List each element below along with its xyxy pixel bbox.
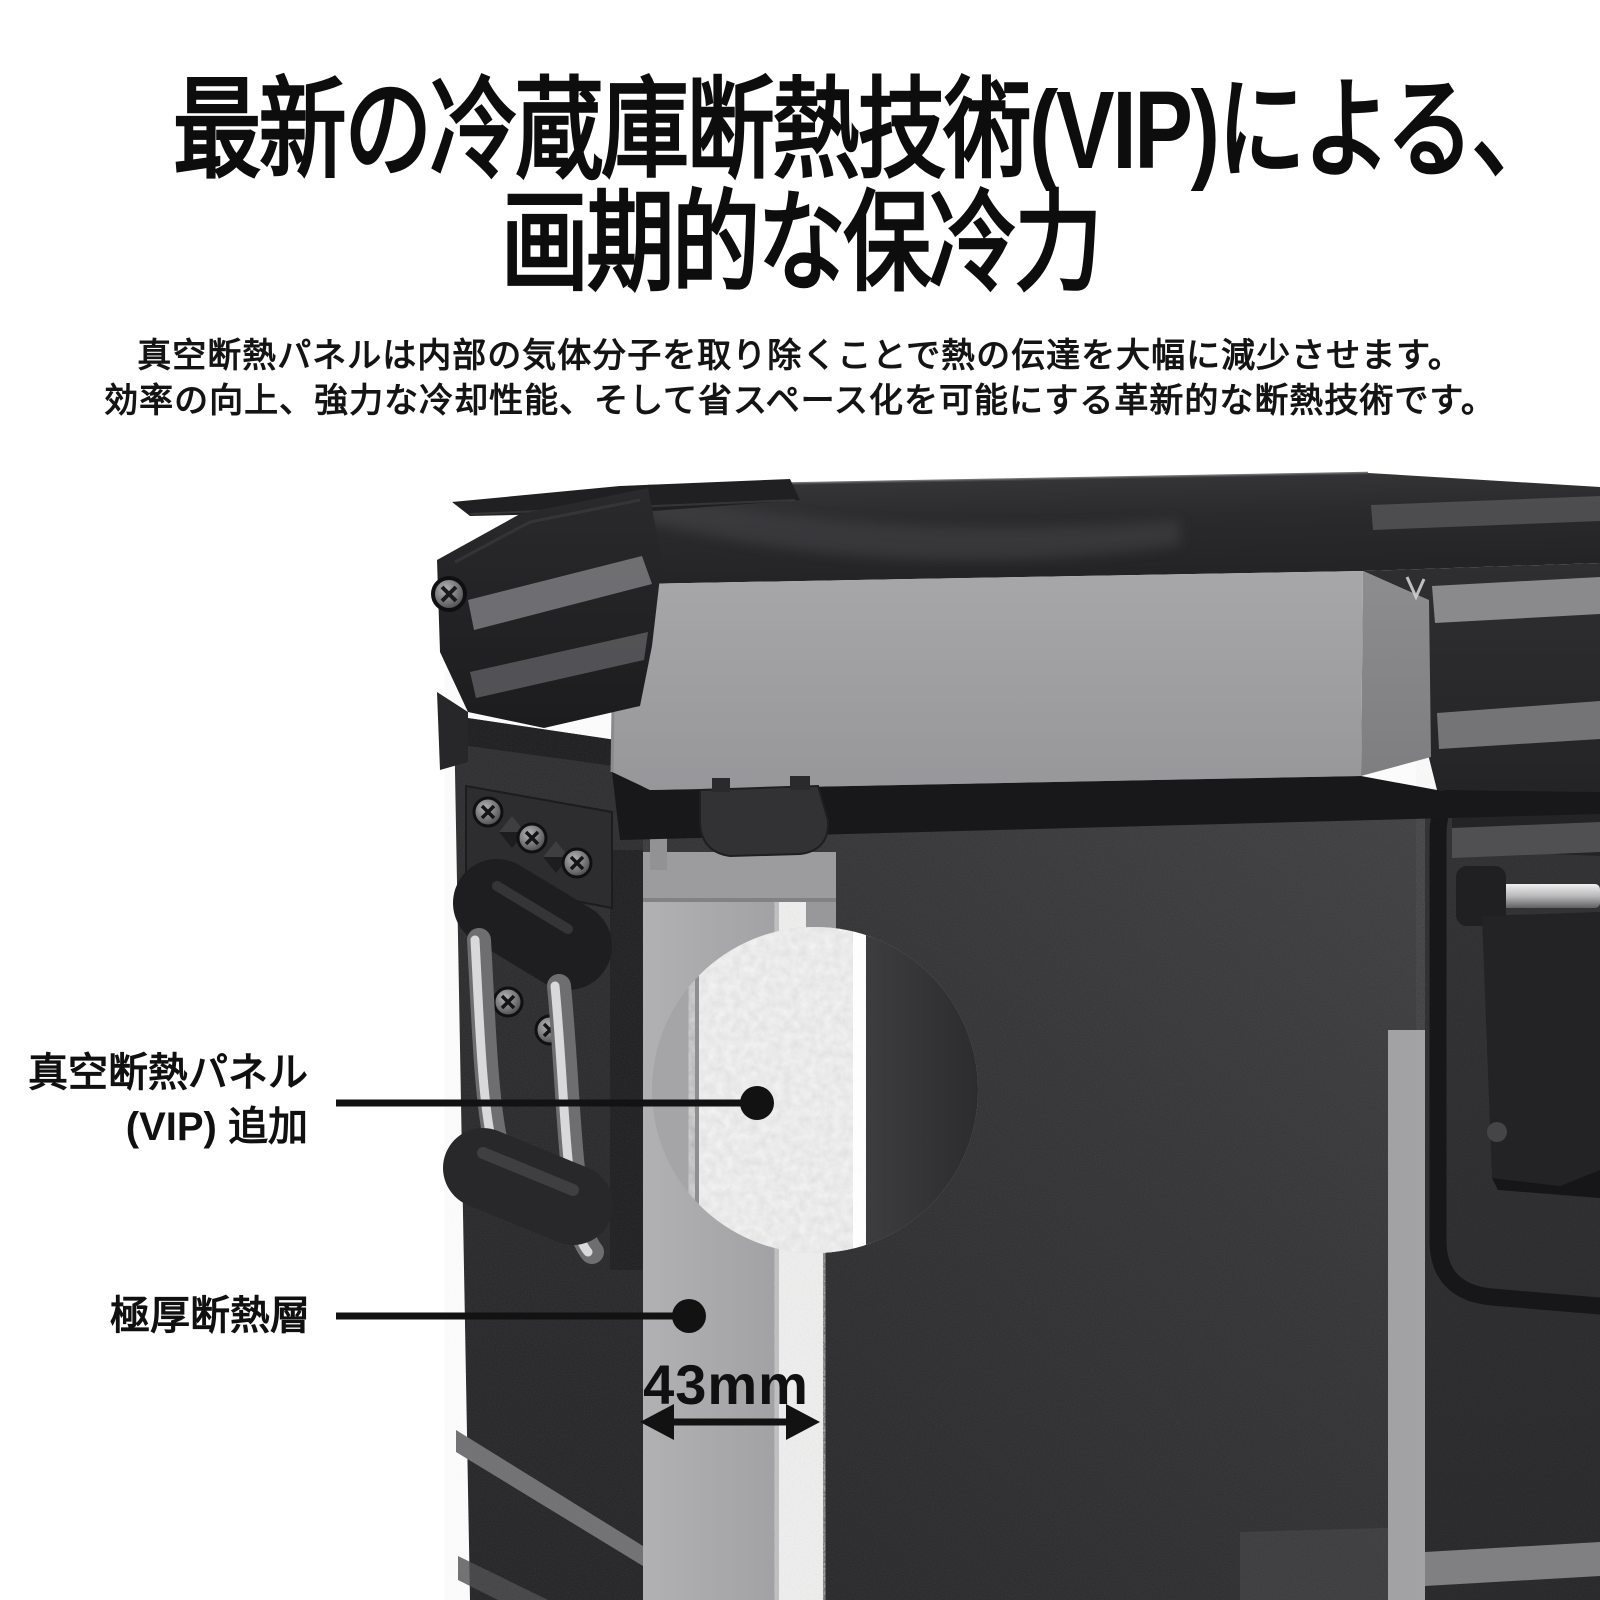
clamp-tab-right [790, 776, 810, 790]
lid-right-band-2 [1437, 701, 1600, 749]
liner-lip [650, 834, 667, 870]
liner-shelf [643, 852, 836, 902]
latch-plate [1482, 912, 1600, 1186]
headline-line-2: 画期的な保冷力 [500, 182, 1102, 305]
measure-arrow [640, 1404, 820, 1440]
lid-gasket-clamp [699, 784, 830, 858]
corner-guard-ridge [454, 498, 641, 564]
corner-screw [431, 576, 467, 612]
handle-hinge-highlight [492, 881, 573, 934]
handle-hinge-bar [453, 859, 612, 990]
vip-panel-callout-line-1: 真空断熱パネル [28, 1051, 308, 1095]
lid-foam-side-face [1361, 571, 1431, 776]
insulation-leader-dot [672, 1299, 706, 1333]
vip-panel-callout-line-2: (VIP) 追加 [125, 1105, 308, 1149]
latch-screw [1487, 1122, 1507, 1142]
lid-foam-notch [1405, 576, 1426, 601]
corner-guard-stripe-2 [470, 632, 648, 698]
vip-panel-callout: 真空断熱パネル (VIP) 追加 [0, 1046, 308, 1154]
corner-guard-group [431, 479, 800, 770]
magnifier-vip-speckle [697, 927, 865, 1253]
thickness-value: 43mm [643, 1353, 809, 1416]
handle-grip [443, 1128, 613, 1245]
lid-seam [612, 772, 1600, 840]
latch-housing-band [1452, 822, 1600, 858]
latch-plate-bottom [1492, 1170, 1600, 1198]
measure-arrowhead-right [786, 1404, 820, 1440]
insulation-callout-label: 極厚断熱層 [110, 1294, 310, 1338]
measure-arrowhead-left [640, 1404, 674, 1440]
vip-leader-dot [740, 1086, 774, 1120]
subtitle-line-2: 効率の向上、強力な冷却性能、そして省スペース化を可能にする革新的な断熱技術です。 [104, 382, 1496, 420]
lid-sheen [640, 495, 1180, 561]
lid-foam-cut-face [612, 571, 1363, 790]
subtitle-line-1: 真空断熱パネルは内部の気体分子を取り除くことで熱の伝達を大幅に減少させます。 [137, 337, 1463, 375]
liner-shelf-edge [643, 898, 836, 902]
annotation-layer [336, 1086, 820, 1440]
corner-lower-bumper [437, 692, 468, 770]
headline-line-1: 最新の冷蔵庫断熱技術(VIP)による、 [173, 69, 1560, 192]
page-title: 最新の冷蔵庫断熱技術(VIP)による、 画期的な保冷力 [0, 74, 1600, 300]
right-wall-cut-strip [1388, 1030, 1425, 1600]
clamp-tab-left [712, 778, 730, 792]
subtitle: 真空断熱パネルは内部の気体分子を取り除くことで熱の伝達を大幅に減少させます。 効… [0, 334, 1600, 424]
lid-group [438, 471, 1600, 858]
handle-grip-highlight [477, 1147, 579, 1196]
insulation-callout: 極厚断熱層 [0, 1292, 310, 1340]
magnifier-bright-edge [853, 927, 867, 1253]
lid-right-band-1 [1432, 577, 1600, 623]
stud-1-facet [499, 816, 525, 832]
thickness-measurement: 43mm [634, 1352, 818, 1417]
handle-group [443, 784, 613, 1264]
latch-hinge-bracket [1456, 866, 1506, 926]
vip-left-edge [775, 900, 779, 1600]
stud-2-facet [543, 841, 569, 857]
magnifier-left-seam [695, 927, 699, 1253]
lid-right-top-band [1371, 496, 1600, 530]
corner-guard-stripe-1 [468, 556, 652, 630]
